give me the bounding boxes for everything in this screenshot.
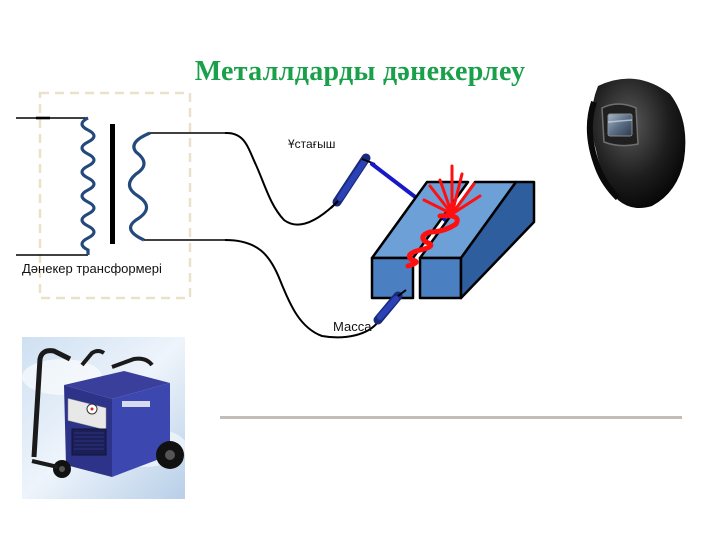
- secondary-coil: [127, 131, 151, 242]
- ground-label: Масса: [333, 319, 372, 334]
- transformer-core: [110, 124, 115, 244]
- workpiece: [370, 180, 536, 300]
- ground-clamp: [373, 289, 407, 325]
- welding-arc: [405, 164, 482, 269]
- electrode-holder: [330, 153, 376, 209]
- primary-coil: [80, 116, 96, 255]
- welding-machine-image: [22, 337, 185, 499]
- transformer-label: Дәнекер трансформері: [22, 261, 162, 276]
- holder-label: Ұстағыш: [288, 137, 335, 151]
- holder-cable: [224, 131, 335, 226]
- slide-title: Металлдарды дәнекерлеу: [194, 56, 526, 87]
- primary-leads: [16, 116, 88, 256]
- secondary-leads: [144, 132, 225, 241]
- transformer-frame: [38, 91, 192, 300]
- welding-helmet-icon: [586, 78, 686, 209]
- ground-cable: [224, 239, 379, 339]
- divider-line: [220, 416, 682, 419]
